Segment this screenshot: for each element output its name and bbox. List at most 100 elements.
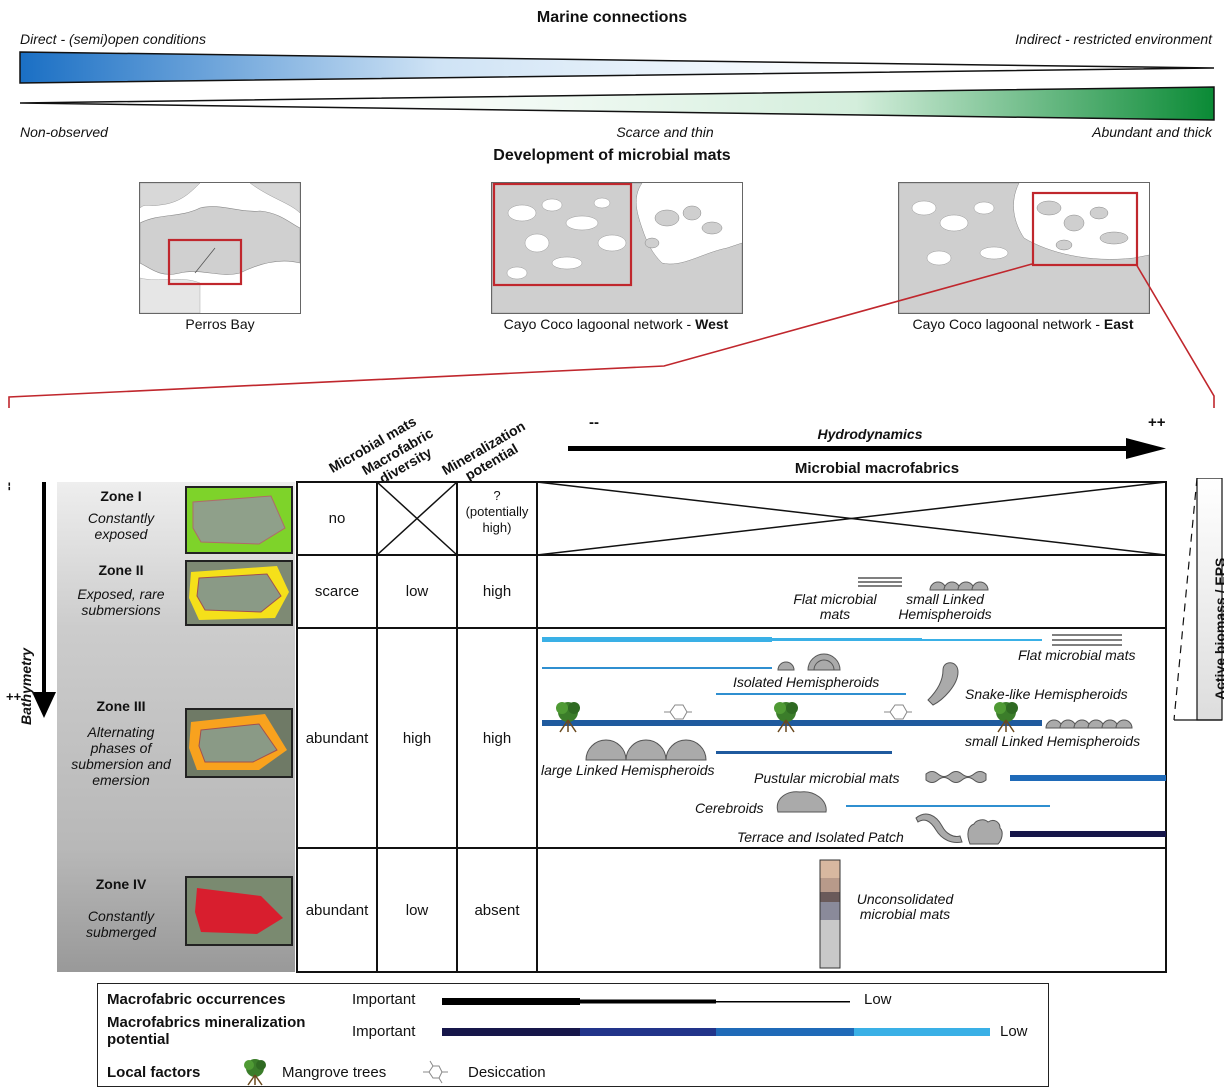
zone-2-diversity: low (405, 583, 429, 600)
legend-mineral-low: Low (1000, 1023, 1028, 1040)
small-linked-hemispheroid-icon (929, 581, 989, 591)
desiccation-icon (664, 704, 692, 720)
zone-4-title: Zone IV (95, 876, 147, 892)
zone-3-local-factor-icons (556, 702, 1018, 733)
bathymetry-label: Bathymetry (18, 647, 34, 725)
bathymetry-arrow (32, 482, 56, 718)
marine-left-label: Direct - (semi)open conditions (20, 31, 206, 47)
hydro-minus-label: -- (589, 414, 599, 431)
z3-snake-label: Snake-like Hemispheroids (965, 686, 1128, 702)
zone-4-thumbnail (185, 876, 293, 946)
flat-mat-icon-2 (1052, 634, 1122, 646)
bathy-bottom-label: ++ (6, 689, 22, 704)
map-caption-east: Cayo Coco lagoonal network - East (912, 316, 1134, 332)
terrace-icon (915, 813, 963, 843)
flat-mat-icon (858, 577, 902, 587)
legend-occurrences-high: Important (352, 991, 416, 1008)
map-caption-perros: Perros Bay (185, 316, 255, 332)
hydrodynamics-label: Hydrodynamics (817, 426, 923, 442)
zone-2-fabric-icons (858, 577, 989, 591)
hydro-plus-label: ++ (1148, 414, 1166, 431)
zone-2-thumbnail (185, 560, 293, 626)
map-perros-bay (139, 182, 301, 314)
zone-3-mineral: high (482, 730, 512, 747)
sediment-core-icon (819, 859, 841, 969)
zone-2-mineral: high (482, 583, 512, 600)
mats-right-label: Abundant and thick (1092, 124, 1212, 140)
zone-4-mineral: absent (474, 902, 520, 919)
legend-occurrences-label: Macrofabric occurrences (107, 991, 286, 1008)
desiccation-icon-2 (884, 704, 912, 720)
marine-connections-wedge (19, 51, 1215, 84)
map-cayo-coco-east (898, 182, 1150, 314)
zone-3-title: Zone III (96, 698, 146, 714)
zone-3-mats: abundant (305, 730, 369, 747)
zoom-connector-lines (8, 263, 1215, 408)
zone-1-lagoon-icon (192, 495, 286, 545)
map-cayo-coco-west (491, 182, 743, 314)
zone-3-fabric-lines (542, 634, 1166, 845)
zone-1-title: Zone I (100, 488, 142, 504)
microbial-mats-wedge (19, 86, 1215, 121)
table-grid (296, 481, 1167, 973)
isolated-hemispheroid-icon (777, 653, 841, 671)
cerebroid-icon (776, 791, 827, 813)
z3-large-linked-label: large Linked Hemispheroids (541, 762, 715, 778)
biomass-wedge (1173, 478, 1223, 721)
mats-left-label: Non-observed (20, 124, 108, 140)
zone-2-mats: scarce (314, 583, 360, 600)
zone-4-diversity: low (405, 902, 429, 919)
pustular-mat-icon (925, 771, 987, 783)
z3-pustular-label: Pustular microbial mats (754, 770, 900, 786)
zone-4-lagoon-icon (195, 888, 283, 934)
legend-mineral-ramp (442, 1028, 990, 1036)
z3-terrace-label: Terrace and Isolated Patch (737, 829, 904, 845)
perros-bay-map-icon (140, 183, 300, 313)
zone-4-mats: abundant (305, 902, 369, 919)
mats-development-title: Development of microbial mats (493, 147, 731, 164)
cayo-coco-east-map-icon (899, 183, 1149, 313)
z3-flat-label: Flat microbial mats (1018, 647, 1136, 663)
legend-mineral-high: Important (352, 1023, 416, 1040)
z3-isolated-label: Isolated Hemispheroids (733, 674, 880, 690)
marine-right-label: Indirect - restricted environment (1015, 31, 1212, 47)
map-caption-west: Cayo Coco lagoonal network - West (503, 316, 729, 332)
bathy-top-label: -- (3, 482, 18, 491)
marine-connections-title: Marine connections (536, 9, 688, 26)
isolated-patch-icon (967, 819, 1003, 845)
legend-local-label: Local factors (107, 1064, 201, 1081)
legend-mangrove-label: Mangrove trees (282, 1064, 387, 1081)
legend-occurrences-bar (442, 998, 850, 1005)
hydrodynamics-arrow (568, 438, 1166, 459)
mangrove-tree-icon-2 (774, 702, 798, 733)
snake-like-hemispheroid-icon (927, 662, 959, 706)
zone-2-lagoon-icon (189, 566, 289, 620)
legend-mangrove-icon (244, 1059, 266, 1086)
mangrove-tree-icon-3 (994, 702, 1018, 733)
z3-cerebroids-label: Cerebroids (695, 800, 764, 816)
mangrove-tree-icon (556, 702, 580, 733)
zone-2-title: Zone II (98, 562, 144, 578)
z3-small-linked-label: small Linked Hemispheroids (965, 733, 1141, 749)
zone-3-diversity: high (402, 730, 432, 747)
zone-3-thumbnail (185, 708, 293, 778)
legend-panel (97, 983, 1049, 1087)
legend-occurrences-low: Low (864, 991, 892, 1008)
biomass-label: Active biomass / EPS (1212, 557, 1224, 700)
cayo-coco-west-map-icon (492, 183, 742, 313)
zone-3-lagoon-icon (189, 714, 287, 770)
macrofabrics-title: Microbial macrofabrics (794, 460, 960, 477)
